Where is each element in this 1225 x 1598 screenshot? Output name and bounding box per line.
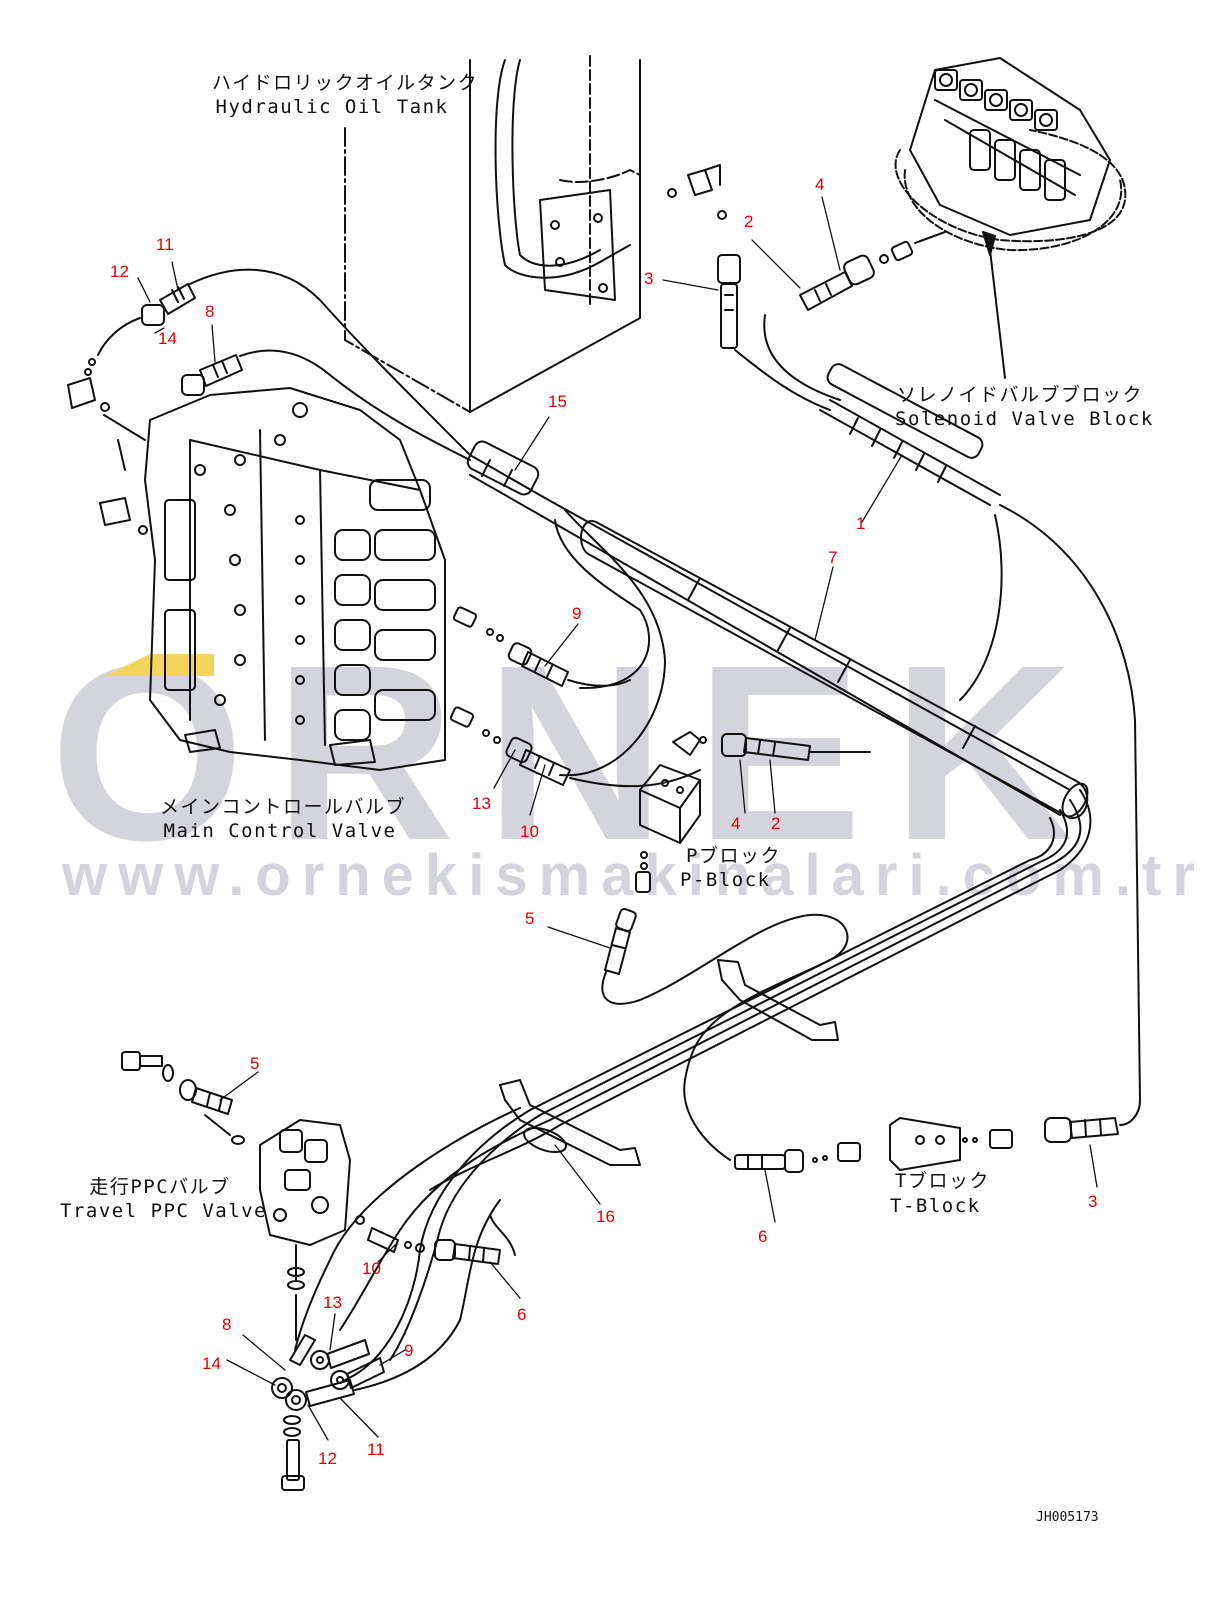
part-number: 2: [744, 212, 754, 231]
part-number: 11: [367, 1440, 385, 1459]
part-number: 9: [572, 604, 582, 623]
part-number: 5: [250, 1054, 260, 1073]
mcv-label-en: Main Control Valve: [163, 820, 397, 842]
travel-ppc-label-jp: 走行PPCバルブ: [89, 1176, 231, 1198]
part-number: 7: [828, 548, 838, 567]
part-number: 14: [202, 1354, 221, 1373]
part-number: 2: [771, 814, 781, 833]
tank-label-en: Hydraulic Oil Tank: [215, 96, 449, 118]
part-number: 8: [205, 302, 215, 321]
part-number: 13: [323, 1293, 342, 1312]
part-number: 15: [548, 392, 567, 411]
tblock-label-en: T-Block: [890, 1195, 981, 1217]
clamp-lower: [499, 959, 839, 1166]
tank-label-jp: ハイドロリックオイルタンク: [212, 72, 479, 94]
leader-lines: [137, 196, 1098, 1441]
part-number: 16: [596, 1207, 615, 1226]
part-number: 12: [110, 262, 129, 281]
pblock-label-jp: Pブロック: [686, 845, 781, 867]
part-number: 6: [758, 1227, 768, 1246]
hydraulic-oil-tank: [344, 55, 641, 413]
hose-ends-top-left: [84, 283, 243, 396]
part-number: 6: [517, 1305, 527, 1324]
part-number: 5: [525, 909, 535, 928]
mcv-right-fittings: [449, 606, 701, 788]
solenoid-valve-block: [894, 57, 1127, 379]
part-number: 3: [644, 269, 654, 288]
hose-solenoid: [734, 314, 1141, 1126]
solenoid-fittings: [667, 164, 946, 349]
watermark-url: www.ornekismakinalari.com.tr: [62, 843, 1206, 908]
mcv-label-jp: メインコントロールバルブ: [160, 796, 407, 818]
part-number: 10: [362, 1259, 381, 1278]
part-number: 14: [158, 329, 177, 348]
part-number: 12: [318, 1449, 337, 1468]
t-block: [683, 1009, 1119, 1173]
part-number: 1: [856, 514, 866, 533]
part-number: 4: [731, 814, 741, 833]
part-number: 4: [815, 175, 825, 194]
travel-ppc-valve: [121, 1051, 501, 1491]
part-number: 8: [222, 1315, 232, 1334]
part-number: 11: [156, 235, 174, 254]
hose-bundle-lower: [294, 789, 1092, 1391]
main-control-valve: [67, 377, 446, 771]
drawing-code: JH005173: [1036, 1510, 1099, 1525]
travel-ppc-label-en: Travel PPC Valve: [60, 1200, 268, 1222]
part-number: 9: [404, 1341, 414, 1360]
part-number: 3: [1088, 1192, 1098, 1211]
part-number: 13: [472, 794, 491, 813]
solenoid-label-en: Solenoid Valve Block: [895, 408, 1154, 430]
pblock-label-en: P-Block: [680, 869, 771, 891]
tblock-label-jp: Tブロック: [895, 1170, 990, 1192]
part-number: 10: [520, 822, 539, 841]
hose-bundle-main: [189, 268, 1089, 820]
solenoid-label-jp: ソレノイドバルブブロック: [896, 384, 1143, 406]
